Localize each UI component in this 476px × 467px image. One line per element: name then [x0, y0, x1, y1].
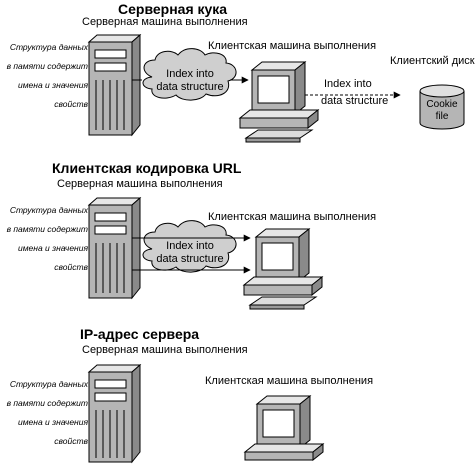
cloud-label-line: data structure [156, 81, 223, 93]
arrow-label-line: Index into [324, 78, 372, 90]
section2-client-label: Клиентская машина выполнения [208, 211, 377, 223]
structure-line: в памяти содержит [6, 61, 88, 71]
structure-line: имена и значения [18, 417, 88, 427]
structure-line: в памяти содержит [6, 398, 88, 408]
cookie-label-line: file [436, 111, 449, 122]
section1-disk-label: Клиентский диск [390, 55, 475, 67]
section3-client-label: Клиентская машина выполнения [205, 375, 374, 387]
cookie-label-line: Cookie [426, 99, 458, 110]
cookie-disk-icon: Cookie file [419, 84, 465, 130]
server-tower-icon [87, 196, 142, 300]
structure-line: Структура данных [9, 42, 88, 52]
server-tower-icon [87, 363, 142, 464]
cloud-label-line: Index into [166, 68, 214, 80]
section1-structure-text: Структура данных в памяти содержит имена… [7, 38, 88, 114]
client-computer-icon [243, 394, 325, 462]
structure-line: свойств [54, 436, 88, 446]
arrow-label-line: data structure [321, 95, 388, 107]
server-tower-icon [87, 33, 142, 137]
cloud-label-line: data structure [156, 253, 223, 265]
cloud-shape: Index into data structure [142, 48, 237, 101]
structure-line: Структура данных [9, 205, 88, 215]
section1-server-label: Серверная машина выполнения [82, 16, 248, 28]
section1-title: Серверная кука [118, 1, 228, 17]
cloud-label-line: Index into [166, 240, 214, 252]
structure-line: свойств [54, 262, 88, 272]
structure-line: в памяти содержит [6, 224, 88, 234]
section3-structure-text: Структура данных в памяти содержит имена… [7, 375, 88, 451]
client-computer-icon [242, 227, 324, 310]
structure-line: Структура данных [9, 379, 88, 389]
cloud-shape: Index into data structure [142, 220, 237, 273]
structure-line: свойств [54, 99, 88, 109]
client-computer-icon [238, 60, 320, 143]
section3-title: IP-адрес сервера [80, 326, 200, 342]
section1-client-label: Клиентская машина выполнения [208, 40, 377, 52]
section3-server-label: Серверная машина выполнения [82, 344, 248, 356]
section2-server-label: Серверная машина выполнения [57, 178, 223, 190]
section2-title: Клиентская кодировка URL [52, 160, 242, 176]
structure-line: имена и значения [18, 80, 88, 90]
structure-line: имена и значения [18, 243, 88, 253]
section2-structure-text: Структура данных в памяти содержит имена… [7, 201, 88, 277]
